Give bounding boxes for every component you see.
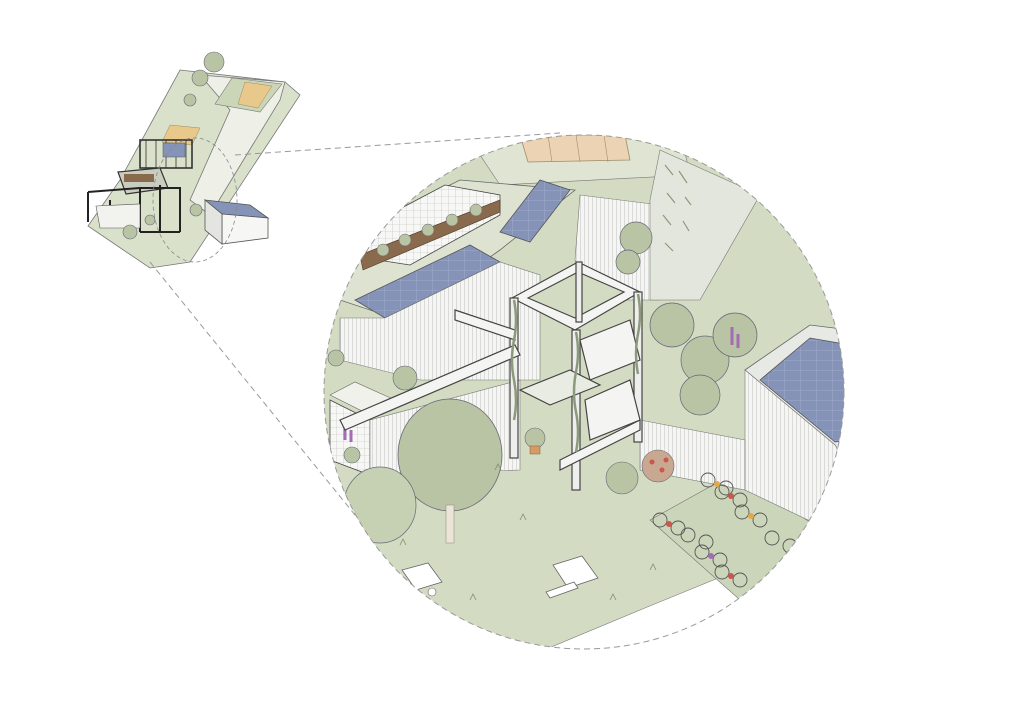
bike-wheel [764,530,780,546]
bike-wheel [698,534,714,550]
solar-panel-array [499,179,571,243]
overview-solar-roof [162,142,186,158]
person-sitting [427,587,437,597]
large-tree-trunk [445,504,455,544]
bike-accent [714,481,720,487]
zoom-connectors [149,132,561,569]
frame-stair [584,379,641,441]
frame-stair [579,319,641,381]
overview-tree [144,214,156,226]
zoom-circle-outline [323,134,845,650]
tree [712,312,758,358]
berry [659,467,665,473]
overview-tree [122,224,138,240]
shrub-berries [641,449,675,483]
frame-column [575,261,583,323]
picnic-table-top [552,555,599,589]
picnic-table-bench [545,581,579,599]
shrub [605,461,639,495]
overview-wall [95,203,141,229]
bike-wheel [700,472,716,488]
bike-wheel [652,512,668,528]
left-building-wall [339,261,541,381]
flower-spikes [343,327,740,442]
frame-deck [518,369,602,406]
overview-model [87,51,301,269]
overview-tree [183,93,197,107]
bike-accent [708,553,714,559]
bike-wheel [712,552,728,568]
tree [343,466,417,544]
bike-wheel [752,512,768,528]
potted-plant [327,349,345,367]
frame-beam [559,419,641,471]
overview-shed-front [221,213,269,245]
climbing-plants [510,293,642,453]
picnic-table [401,562,443,597]
connector-lower [149,261,399,569]
ivy-texture [662,164,692,252]
right-solar-panels [759,337,844,443]
bicycles [652,472,798,588]
tan-crates [519,135,631,163]
pot [529,445,541,455]
bike-accent [666,521,672,527]
bike-accent [748,513,754,519]
tan-crate-lines [547,135,609,163]
overview-focus-circle [152,137,238,263]
bike-wheel [694,544,710,560]
berry [649,459,655,465]
bike-wheel [718,480,734,496]
potted-plant [343,446,361,464]
tree [615,249,641,275]
picnic-table-top [401,562,443,591]
overview-tree [191,69,209,87]
grass-tufts [399,463,657,601]
picnic-table [545,555,599,599]
bike-wheel [714,484,730,500]
frame-beam [339,344,521,431]
overview-tree [203,51,225,73]
tree [679,374,721,416]
bike-wheel [714,564,730,580]
planter-plant [421,223,435,237]
planter-plant [376,243,390,257]
connector-upper [234,132,561,156]
overview-tan-patch [237,81,273,109]
bike-wheel [734,504,750,520]
tree [619,221,653,255]
bike-accent [728,573,734,579]
berry [663,457,669,463]
bike-wheel [680,527,696,543]
planter-plant [469,203,483,217]
bike-wheel [732,492,748,508]
shrub [392,365,418,391]
tree [649,302,695,348]
overview-shed-side [204,199,223,245]
bike-wheel [670,520,686,536]
overview-planter [124,174,154,182]
bike-accent [728,493,734,499]
planter-plant [398,233,412,247]
magnified-detail [323,134,845,650]
bike-accents [666,481,754,579]
overview-tree [189,203,203,217]
bike-wheel [732,572,748,588]
potted-plant [524,427,546,449]
planter-plant [445,213,459,227]
